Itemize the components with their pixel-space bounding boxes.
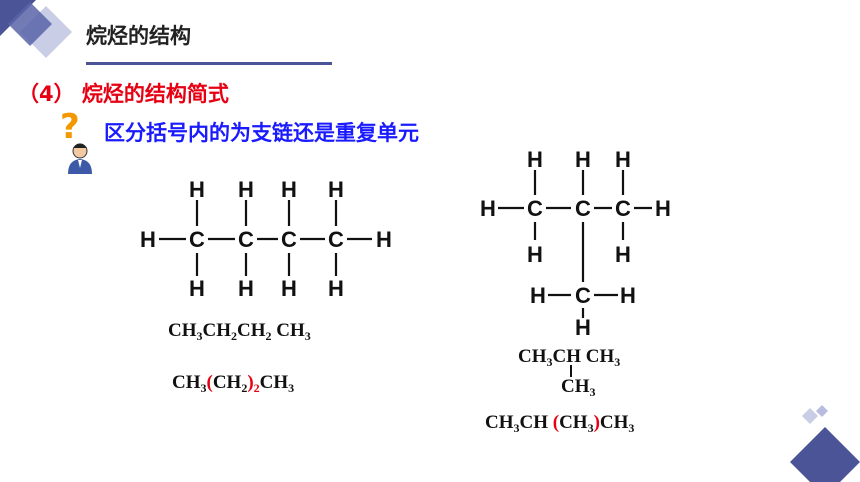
- close-paren: ): [593, 412, 600, 433]
- atom-h: H: [189, 276, 205, 301]
- atom-h: H: [620, 283, 636, 308]
- atom-c: C: [281, 227, 297, 252]
- atom-c: C: [328, 227, 344, 252]
- condensed-formula-isobutane: CH3CH CH3: [518, 346, 621, 369]
- atom-h: H: [328, 177, 344, 202]
- close-paren: ): [247, 372, 254, 393]
- condensed-formula-branch: CH3: [561, 376, 596, 399]
- title-underline: [86, 62, 332, 65]
- atom-h: H: [376, 227, 392, 252]
- atom-h: H: [530, 283, 546, 308]
- atom-h: H: [615, 147, 631, 172]
- atom-c: C: [527, 196, 543, 221]
- atom-h: H: [655, 196, 671, 221]
- question-person-icon: ?: [60, 108, 92, 174]
- branch-bond: [570, 365, 572, 377]
- atom-h: H: [480, 196, 496, 221]
- atom-h: H: [189, 177, 205, 202]
- atom-c: C: [615, 196, 631, 221]
- atom-c: C: [575, 196, 591, 221]
- atom-h: H: [140, 227, 156, 252]
- top-left-decoration: [0, 0, 72, 58]
- condensed-formula-butane-repeat: CH3(CH2)2CH3: [172, 372, 295, 395]
- bottom-right-decoration: [790, 405, 860, 482]
- slide-title: 烷烃的结构: [86, 24, 191, 48]
- atom-h: H: [238, 276, 254, 301]
- atom-h: H: [527, 242, 543, 267]
- atom-h: H: [575, 147, 591, 172]
- condensed-formula-isobutane-branch: CH3CH (CH3)CH3: [485, 412, 635, 435]
- svg-text:?: ?: [60, 108, 80, 147]
- section-heading: （4） 烷烃的结构简式: [18, 82, 229, 106]
- atom-c: C: [189, 227, 205, 252]
- atom-h: H: [615, 242, 631, 267]
- atom-c: C: [575, 283, 591, 308]
- open-paren: (: [552, 412, 560, 433]
- question-text: 区分括号内的为支链还是重复单元: [104, 121, 419, 145]
- atom-h: H: [575, 315, 591, 340]
- atom-c: C: [238, 227, 254, 252]
- atom-h: H: [328, 276, 344, 301]
- atom-h: H: [281, 276, 297, 301]
- atom-h: H: [238, 177, 254, 202]
- open-paren: (: [206, 372, 213, 393]
- condensed-formula-butane: CH3CH2CH2 CH3: [168, 320, 311, 343]
- atom-h: H: [281, 177, 297, 202]
- repeat-count: 2: [253, 381, 260, 395]
- atom-h: H: [527, 147, 543, 172]
